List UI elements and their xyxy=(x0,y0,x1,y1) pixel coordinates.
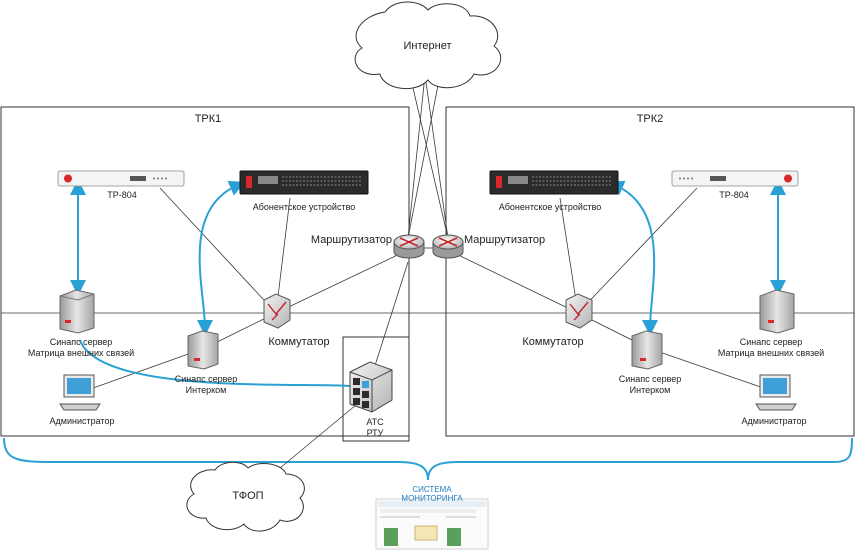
internet-cloud xyxy=(354,1,502,90)
admin-pc-trk1 xyxy=(59,374,101,411)
trk1-admin-label: Администратор xyxy=(49,416,115,426)
subscriber-device-trk1 xyxy=(239,170,369,195)
pbx-label: АТС РТУ xyxy=(350,417,400,439)
trk2-router-label: Маршрутизатор xyxy=(464,234,546,246)
trk2-server-matrix-label: Синапс сервер Матрица внешних связей xyxy=(716,337,826,359)
trk1-tp804-label: ТР-804 xyxy=(107,190,137,200)
trk1-server-matrix-label: Синапс сервер Матрица внешних связей xyxy=(26,337,136,359)
trk2-server-matrix-line2: Матрица внешних связей xyxy=(717,348,825,358)
server-matrix-trk2 xyxy=(759,289,795,334)
trk2-admin-label: Администратор xyxy=(741,416,807,426)
internet-label: Интернет xyxy=(403,40,452,52)
trk2-server-intercom-label: Синапс сервер Интерком xyxy=(610,374,690,396)
network-links xyxy=(1,74,854,479)
monitoring-label: СИСТЕМА МОНИТОРИНГА xyxy=(386,485,478,503)
trk1-subscriber-label: Абонентское устройство xyxy=(252,202,356,212)
server-matrix-trk1 xyxy=(59,289,95,334)
trk1-server-matrix-line1: Синапс сервер xyxy=(49,337,113,347)
brace xyxy=(3,437,853,481)
server-intercom-trk1 xyxy=(187,330,219,370)
trk2-switch-label: Коммутатор xyxy=(522,336,584,348)
trk2-subscriber-label: Абонентское устройство xyxy=(498,202,602,212)
trk2-server-matrix-line1: Синапс сервер xyxy=(739,337,803,347)
trk2-server-intercom-line1: Синапс сервер xyxy=(618,374,682,384)
trk2-server-intercom-line2: Интерком xyxy=(629,385,671,395)
monitoring-label-line1: СИСТЕМА xyxy=(412,485,452,494)
pstn-label: ТФОП xyxy=(232,490,264,502)
switch-icon-trk2 xyxy=(565,293,593,329)
trk1-area xyxy=(0,106,410,437)
trk2-tp804-label: ТР-804 xyxy=(719,190,749,200)
admin-pc-trk2 xyxy=(755,374,797,411)
trk2-area xyxy=(445,106,855,437)
trk1-title: ТРК1 xyxy=(194,113,222,125)
switch-icon-trk1 xyxy=(263,293,291,329)
server-intercom-trk2 xyxy=(631,330,663,370)
pstn-cloud xyxy=(186,461,305,532)
tp804-device-trk2 xyxy=(671,170,799,187)
trk1-router-label: Маршрутизатор xyxy=(310,234,392,246)
monitoring-preview xyxy=(375,498,489,550)
router-icon-trk1 xyxy=(393,234,425,259)
trk1-server-intercom-label: Синапс сервер Интерком xyxy=(166,374,246,396)
trk2-title: ТРК2 xyxy=(636,113,664,125)
router-icon-trk2 xyxy=(432,234,464,259)
trk1-server-matrix-line2: Матрица внешних связей xyxy=(27,348,135,358)
pbx-label-line2: РТУ xyxy=(366,428,384,438)
subscriber-device-trk2 xyxy=(489,170,619,195)
trk1-server-intercom-line1: Синапс сервер xyxy=(174,374,238,384)
control-links xyxy=(70,179,786,387)
trk1-switch-label: Коммутатор xyxy=(268,336,330,348)
pbx-area xyxy=(342,336,410,442)
tp804-device-trk1 xyxy=(57,170,185,187)
trk1-server-intercom-line2: Интерком xyxy=(185,385,227,395)
pbx-label-line1: АТС xyxy=(366,417,384,427)
monitoring-label-line2: МОНИТОРИНГА xyxy=(401,494,463,503)
pbx-icon xyxy=(349,361,393,413)
